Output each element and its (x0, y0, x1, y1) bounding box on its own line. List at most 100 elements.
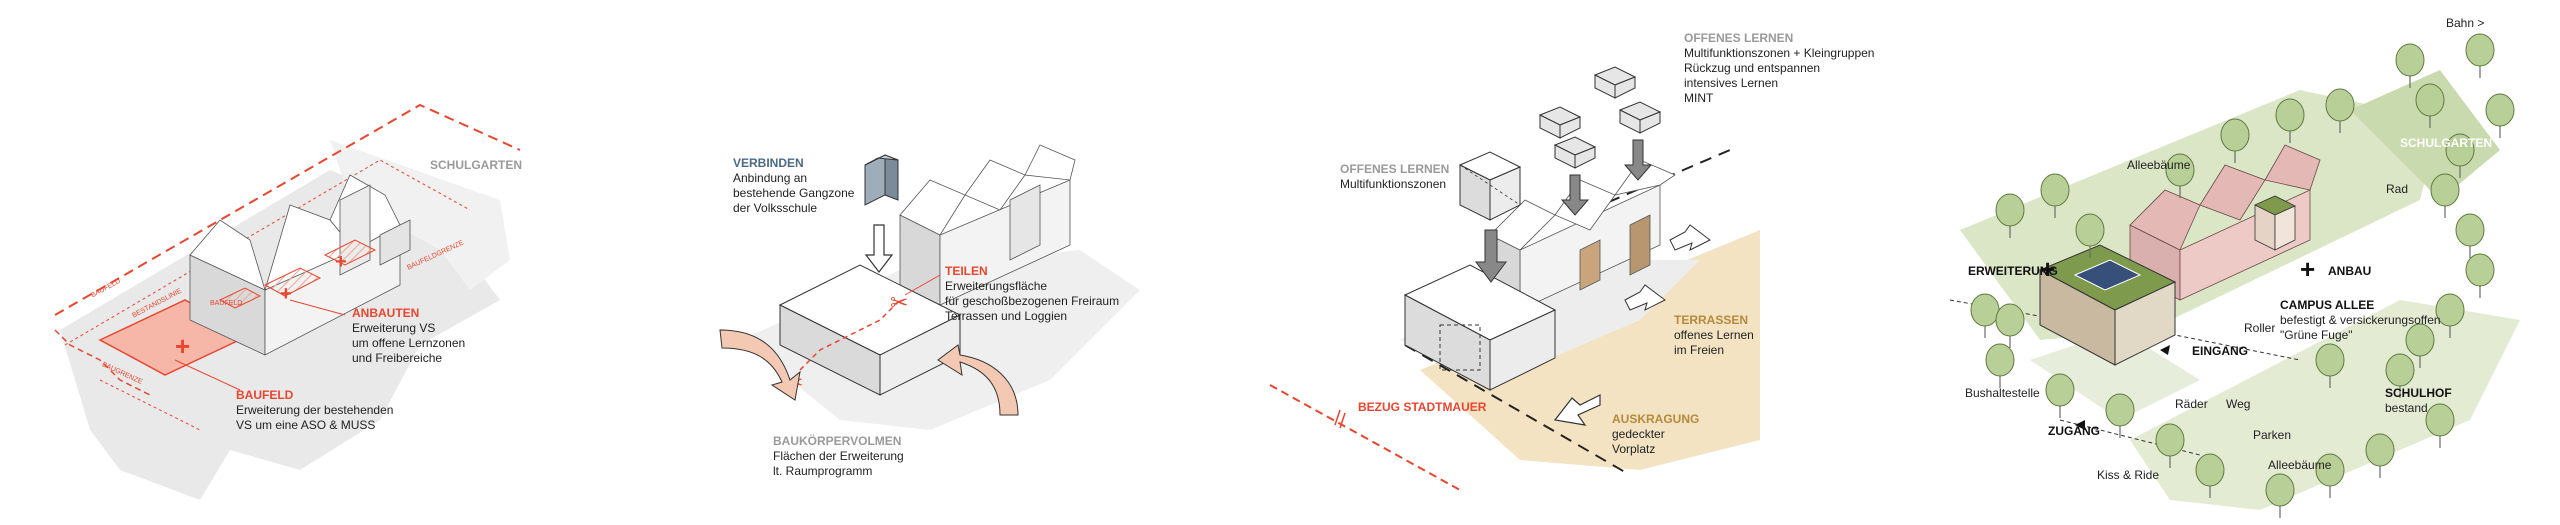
p4-raeder-label: Räder (2175, 397, 2208, 411)
p3-auskragung-line-1: gedeckter (1612, 427, 1665, 441)
tree-icon (2465, 253, 2495, 287)
p1-anbau-block (379, 219, 411, 266)
p1-leader-baufeld (174, 359, 241, 391)
tree-icon (2315, 343, 2345, 377)
p3-offenes1-title: OFFENES LERNEN (1340, 162, 1450, 176)
p4-rad-label: Rad (2386, 182, 2409, 196)
p4-green-strip-3 (2030, 330, 2200, 420)
p2-verbinden-text: Anbindung an bestehende Gangzone der Vol… (733, 171, 854, 216)
tree-icon (2220, 118, 2250, 152)
p4-campus-line-1: befestigt & versickerungsoffen (2280, 313, 2441, 327)
p4-trees (1970, 33, 2515, 518)
tree-icon (2155, 423, 2185, 457)
p4-campus-text: befestigt & versickerungsoffen "Grüne Fu… (2280, 313, 2441, 343)
p3-ground-tan (1420, 230, 1760, 470)
p3-stadtmauer-label: BEZUG STADTMAUER (1358, 400, 1487, 414)
tree-icon (2265, 473, 2295, 507)
p3-dashed-diagonal (1404, 344, 1631, 476)
p4-plus-erweiterung: + (2040, 254, 2055, 284)
p4-eingang-arrow-icon (2160, 345, 2170, 355)
tree-icon (2195, 453, 2225, 487)
tree-icon (2465, 33, 2495, 67)
p3-auskragung-line-2: Vorplatz (1612, 442, 1656, 456)
tree-icon (2040, 173, 2070, 207)
p2-verbinden-title: VERBINDEN (733, 156, 804, 170)
p3-offenes2-text: Multifunktionszonen + Kleingruppen Rückz… (1684, 46, 1874, 106)
p1-plus-1: + (175, 331, 190, 361)
p4-campus-line-2: "Grüne Fuge" (2280, 328, 2353, 342)
p2-connector-front (864, 154, 886, 206)
p2-teilen-line-2: für geschoßbezogenen Freiraum (945, 294, 1120, 308)
p3-terrassen-title: TERRASSEN (1674, 313, 1749, 327)
tree-icon (2395, 43, 2425, 77)
p3-terrassen-text: offenes Lernen im Freien (1674, 328, 1754, 358)
tree-icon (2425, 403, 2455, 437)
p3-cube-diag (1459, 164, 1521, 206)
p3-shelves (1629, 214, 1651, 276)
p4-bahn-label: Bahn > (2446, 16, 2485, 30)
p1-plus-2: + (280, 283, 292, 305)
p4-garden-area (2350, 70, 2500, 200)
p1-anbauten-line-3: und Freibereiche (352, 351, 443, 365)
p3-stadtmauer-line (1269, 384, 1461, 491)
p1-anbau-zone-2 (323, 239, 377, 266)
p1-plus-3: + (335, 251, 347, 273)
p1-boundary-line-2 (64, 159, 471, 346)
tree-icon (2045, 373, 2075, 407)
p3-auskragung-text: gedeckter Vorplatz (1612, 427, 1665, 457)
p3-offenes2-line-1: Multifunktionszonen + Kleingruppen (1684, 46, 1875, 60)
p3-offenes2-line-2: Rückzug und entspannen (1684, 61, 1821, 75)
p2-connector-side (884, 154, 899, 201)
p4-zugang-label: ZUGANG (2048, 424, 2100, 438)
p3-offenes2-line-4: MINT (1684, 91, 1714, 105)
tree-icon (1985, 343, 2015, 377)
p4-dashed-2 (2149, 329, 2301, 361)
p1-roof-1 (189, 219, 266, 291)
tree-icon (2455, 213, 2485, 247)
p2-scissors-icon-2: ✂ (890, 291, 908, 316)
p2-verbinden-line-1: Anbindung an (733, 171, 808, 185)
tree-icon (2075, 213, 2105, 247)
p3-arrow-down-icon-3 (1623, 139, 1653, 181)
p4-zugang-arrow-icon (2075, 420, 2085, 430)
tree-icon (2365, 433, 2395, 467)
p4-bushaltestelle-label: Bushaltestelle (1965, 386, 2040, 400)
p3-shelves-2 (1579, 239, 1601, 291)
panel2-graphic: ✂ ✂ (719, 144, 1140, 430)
p3-offenes1-line-1: Multifunktionszonen (1340, 177, 1447, 191)
p1-boundary-dashed (54, 103, 521, 316)
p4-old-roof-3 (2264, 144, 2321, 191)
p2-connector-top (864, 154, 899, 166)
p1-baufeld-title: BAUFELD (236, 388, 294, 402)
tree-icon (1995, 193, 2025, 227)
p1-anbau-zone-3 (218, 287, 262, 309)
p1-leader-anbauten (289, 299, 346, 316)
p2-cut-line (799, 299, 901, 371)
p4-schulgarten-label: SCHULGARTEN (2400, 136, 2492, 150)
tree-icon (2415, 83, 2445, 117)
p4-alleebaeume-bottom-label: Alleebäume (2268, 458, 2332, 472)
p2-verbinden-line-2: bestehende Gangzone (733, 186, 855, 200)
p3-terrassen-line-1: offenes Lernen (1674, 328, 1754, 342)
p3-small-boxes (1538, 66, 1662, 169)
p4-parken-label: Parken (2253, 428, 2292, 442)
tree-icon (2385, 353, 2415, 387)
p3-terrassen-line-2: im Freien (1674, 343, 1725, 357)
p2-teilen-line-3: Terrassen und Loggien (945, 309, 1068, 323)
p4-roller-label: Roller (2244, 321, 2276, 335)
p4-plus-anbau: + (2300, 254, 2315, 284)
p2-teilen-line-1: Erweiterungsfläche (945, 279, 1048, 293)
tree-icon (2325, 88, 2355, 122)
p2-curved-arrow-right-icon (937, 344, 1019, 416)
p4-anbau-label: ANBAU (2328, 264, 2372, 278)
p4-weg-label: Weg (2226, 397, 2251, 411)
tree-icon (2485, 93, 2515, 127)
p1-schulgarten-label: SCHULGARTEN (430, 158, 522, 172)
p4-alleebaeume-top-label: Alleebäume (2127, 158, 2191, 172)
p1-anbau-zone-1 (263, 267, 322, 297)
tree-icon (2315, 453, 2345, 487)
p1-small-label-5: BAUFELD (210, 300, 243, 307)
p2-teilen-title: TEILEN (945, 264, 988, 278)
tree-icon (2275, 98, 2305, 132)
